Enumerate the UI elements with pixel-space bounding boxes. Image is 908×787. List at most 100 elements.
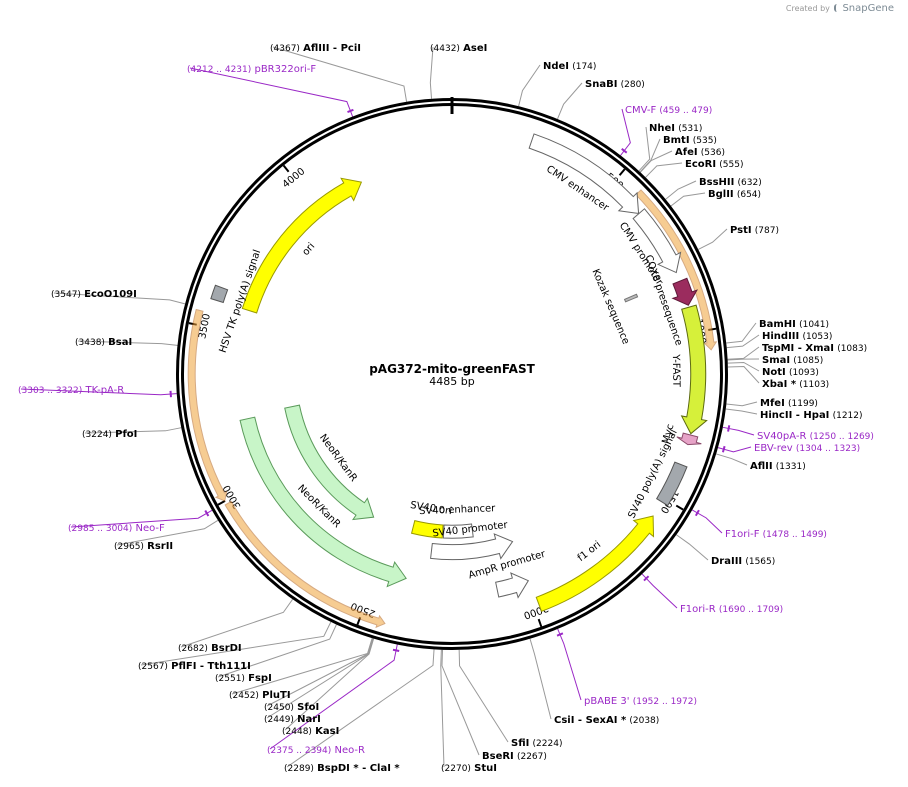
- site-position: (4432): [430, 44, 460, 54]
- plasmid-size: 4485 bp: [429, 375, 474, 388]
- feature-kozak-sequence[interactable]: [623, 293, 639, 303]
- site-label[interactable]: (2682) BsrDI: [178, 643, 242, 654]
- site-position: (2448): [282, 727, 312, 737]
- site-label[interactable]: BamHI (1041): [759, 319, 829, 330]
- site-label[interactable]: (3224) PfoI: [82, 429, 137, 440]
- site-label[interactable]: (3547) EcoO109I: [51, 289, 137, 300]
- site-leader: [698, 228, 728, 250]
- site-label[interactable]: DraIII (1565): [711, 556, 775, 567]
- primer-label[interactable]: pBABE 3' (1952 .. 1972): [584, 696, 697, 707]
- feature-ampr-promoter[interactable]: [495, 572, 530, 599]
- site-name-extra: - SexAI *: [574, 715, 626, 726]
- site-position: (1478 .. 1499): [763, 530, 827, 540]
- site-name: AseI: [463, 43, 487, 54]
- site-position: (3438): [75, 338, 105, 348]
- site-label[interactable]: BssHII (632): [699, 177, 762, 188]
- feature-f1-ori[interactable]: [535, 515, 655, 612]
- site-label[interactable]: (2448) KasI: [282, 726, 339, 737]
- site-label[interactable]: (2449) NarI: [264, 714, 321, 725]
- site-leader: [716, 453, 748, 466]
- site-name: EcoRI: [685, 159, 716, 170]
- feature-arrows: [210, 133, 708, 612]
- site-label[interactable]: XbaI * (1103): [762, 379, 829, 390]
- site-label[interactable]: TspMI - XmaI (1083): [762, 343, 867, 354]
- site-leader: [645, 162, 683, 178]
- feature-sv40-poly-a-signal[interactable]: [655, 461, 688, 507]
- site-label[interactable]: BseRI (2267): [482, 751, 547, 762]
- site-position: (1212): [833, 411, 863, 421]
- site-name: NheI: [649, 123, 675, 134]
- site-label[interactable]: PstI (787): [730, 225, 779, 236]
- primer-label[interactable]: F1ori-R (1690 .. 1709): [680, 604, 783, 615]
- site-name: BseRI: [482, 751, 514, 762]
- feature-sv40-enhancer[interactable]: [442, 523, 474, 539]
- site-label[interactable]: (4432) AseI: [430, 43, 487, 54]
- site-label[interactable]: NdeI (174): [543, 61, 596, 72]
- site-label[interactable]: (2452) PluTI: [229, 690, 291, 701]
- site-label[interactable]: (2965) RsrII: [114, 541, 173, 552]
- site-name-extra: - PciI: [329, 43, 361, 54]
- site-label[interactable]: SfiI (2224): [511, 738, 562, 749]
- site-label[interactable]: (3438) BsaI: [75, 337, 132, 348]
- site-leader-lines: [20, 46, 760, 768]
- site-label[interactable]: BmtI (535): [663, 135, 717, 146]
- site-leader: [676, 534, 709, 561]
- site-position: (2985 .. 3004): [68, 524, 132, 534]
- backbone: [176, 97, 728, 650]
- site-label[interactable]: AfeI (536): [675, 147, 725, 158]
- feature-neor-kanr[interactable]: [239, 416, 407, 588]
- site-name: AflIII: [303, 43, 329, 54]
- site-position: (2038): [629, 716, 659, 726]
- primer-label[interactable]: (2985 .. 3004) Neo-F: [68, 523, 165, 534]
- site-label[interactable]: HindIII (1053): [762, 331, 832, 342]
- feature-y-fast[interactable]: [680, 304, 708, 435]
- feature-cmv-enhancer[interactable]: [528, 133, 640, 215]
- site-label[interactable]: BglII (654): [708, 189, 761, 200]
- feature-cmv-promoter[interactable]: [632, 208, 682, 274]
- primer-label[interactable]: EBV-rev (1304 .. 1323): [754, 443, 860, 454]
- site-label[interactable]: NotI (1093): [762, 367, 819, 378]
- feature-hsv-tk-poly-a-signal[interactable]: [210, 284, 229, 304]
- primer-label[interactable]: (4212 .. 4231) pBR322ori-F: [187, 64, 316, 75]
- site-leader: [641, 573, 678, 609]
- site-label[interactable]: MfeI (1199): [760, 398, 818, 409]
- site-label[interactable]: (2289) BspDI * - ClaI *: [284, 763, 400, 774]
- feature-label: Y-FAST: [670, 353, 682, 388]
- site-label[interactable]: SmaI (1085): [762, 355, 823, 366]
- site-name: F1ori-F: [725, 529, 760, 540]
- site-label[interactable]: HincII - HpaI (1212): [760, 410, 863, 421]
- feature-sv40-ori[interactable]: [410, 519, 444, 539]
- primer-label[interactable]: SV40pA-R (1250 .. 1269): [757, 431, 874, 442]
- site-label[interactable]: CsiI - SexAI * (2038): [554, 715, 659, 726]
- feature-neor-kanr[interactable]: [284, 404, 375, 521]
- primer-label[interactable]: F1ori-F (1478 .. 1499): [725, 529, 827, 540]
- feature-myc[interactable]: [676, 432, 702, 446]
- site-label[interactable]: (4367) AflIII - PciI: [270, 43, 361, 54]
- site-label[interactable]: SnaBI (280): [585, 79, 645, 90]
- feature-cox8-presequence[interactable]: [671, 277, 699, 306]
- feature-sv40-promoter[interactable]: [430, 533, 514, 561]
- site-name: pBR322ori-F: [254, 64, 316, 75]
- site-label[interactable]: (2551) FspI: [215, 673, 272, 684]
- site-label[interactable]: (2270) StuI: [441, 763, 497, 774]
- site-label[interactable]: (2567) PflFI - Tth111I: [138, 661, 251, 672]
- primer-label[interactable]: (2375 .. 2394) Neo-R: [267, 745, 365, 756]
- site-leader: [189, 67, 354, 117]
- site-label[interactable]: NheI (531): [649, 123, 702, 134]
- site-name-extra: - HpaI: [792, 410, 829, 421]
- plasmid-name: pAG372-mito-greenFAST: [369, 362, 535, 376]
- site-name: SV40pA-R: [757, 431, 806, 442]
- site-position: (2567): [138, 662, 168, 672]
- site-label[interactable]: (2450) SfoI: [264, 702, 319, 713]
- site-position: (2289): [284, 764, 314, 774]
- site-name: HincII: [760, 410, 792, 421]
- site-name: HindIII: [762, 331, 799, 342]
- primer-label[interactable]: (3303 .. 3322) TK-pA-R: [18, 385, 124, 396]
- site-label[interactable]: EcoRI (555): [685, 159, 743, 170]
- feature-ori[interactable]: [241, 177, 363, 314]
- site-name: NotI: [762, 367, 786, 378]
- site-name: SmaI: [762, 355, 790, 366]
- site-label[interactable]: AflII (1331): [750, 461, 806, 472]
- primer-label[interactable]: CMV-F (459 .. 479): [625, 105, 712, 116]
